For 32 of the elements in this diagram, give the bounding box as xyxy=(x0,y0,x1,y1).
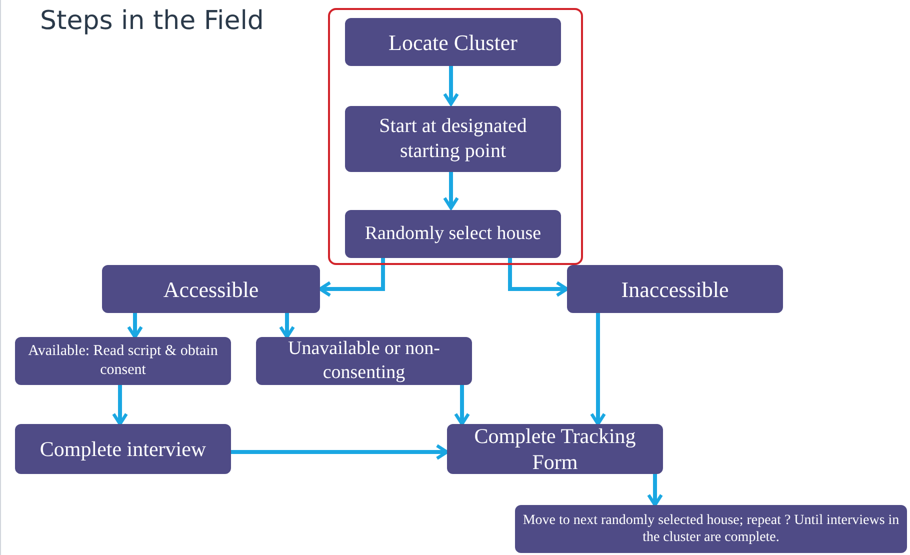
arrow xyxy=(443,64,459,106)
step-text: Move to next randomly selected house; repeat ? Until interviews in the cluster are complete. xyxy=(522,512,900,546)
arrow xyxy=(590,313,606,426)
step-text: Complete interview xyxy=(40,436,206,462)
arrow xyxy=(508,256,569,297)
group-frame xyxy=(328,8,583,265)
arrow xyxy=(279,313,295,339)
process-box xyxy=(447,424,663,474)
arrow xyxy=(318,256,385,297)
process-box xyxy=(345,210,561,258)
step-text: Inaccessible xyxy=(621,276,729,304)
process-box xyxy=(515,505,907,553)
arrow xyxy=(454,385,470,426)
step-text: Start at designated starting point xyxy=(378,114,528,164)
process-box xyxy=(567,265,783,313)
process-box xyxy=(345,18,561,66)
arrow xyxy=(127,313,143,339)
process-box xyxy=(15,424,231,474)
arrow xyxy=(647,474,663,507)
step-text: Unavailable or non-consenting xyxy=(287,337,441,385)
process-box xyxy=(345,106,561,172)
process-box xyxy=(256,337,472,385)
step-text: Available: Read script & obtain consent xyxy=(27,342,219,380)
step-text: Accessible xyxy=(163,276,259,304)
step-text: Locate Cluster xyxy=(388,28,518,56)
step-text: Complete Tracking Form xyxy=(473,422,637,476)
arrow xyxy=(112,385,128,426)
process-box xyxy=(15,337,231,385)
process-box xyxy=(102,265,320,313)
arrow xyxy=(443,170,459,210)
title: Steps in the Field xyxy=(40,5,264,38)
step-text: Randomly select house xyxy=(364,222,542,246)
